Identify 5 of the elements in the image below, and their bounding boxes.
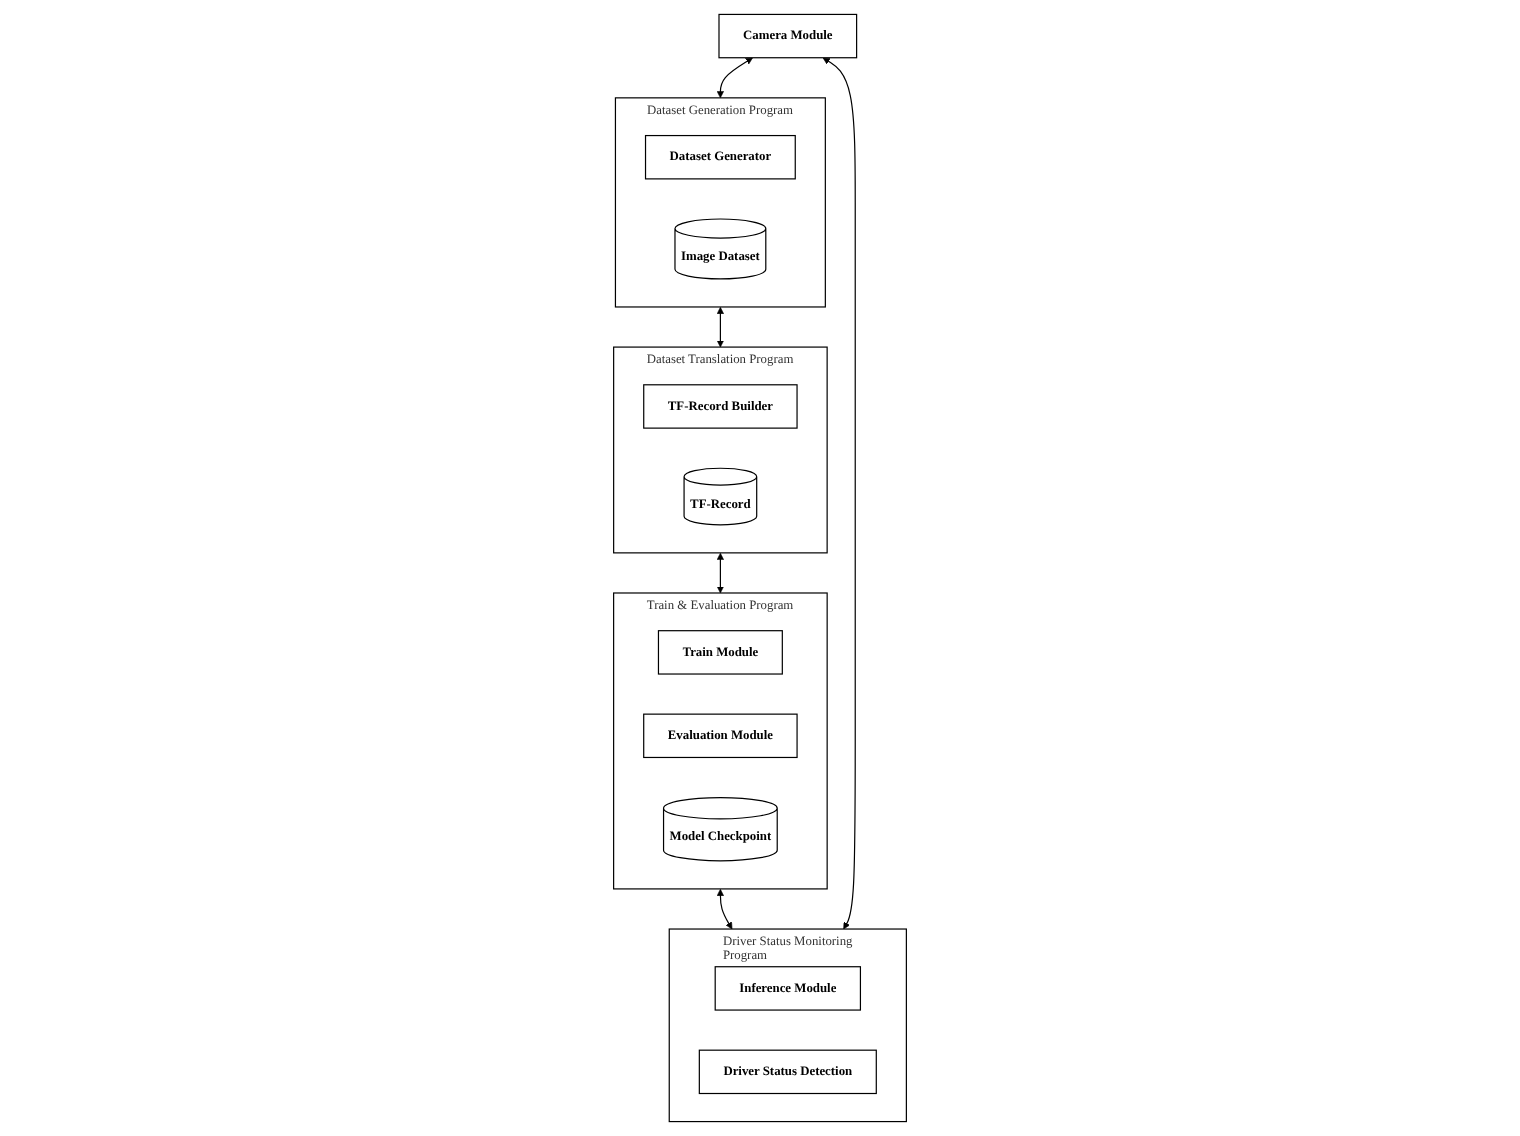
arrow xyxy=(822,57,856,930)
arrow xyxy=(716,888,733,930)
arrow xyxy=(716,306,724,348)
arrow xyxy=(716,57,753,99)
arrow xyxy=(716,552,724,594)
